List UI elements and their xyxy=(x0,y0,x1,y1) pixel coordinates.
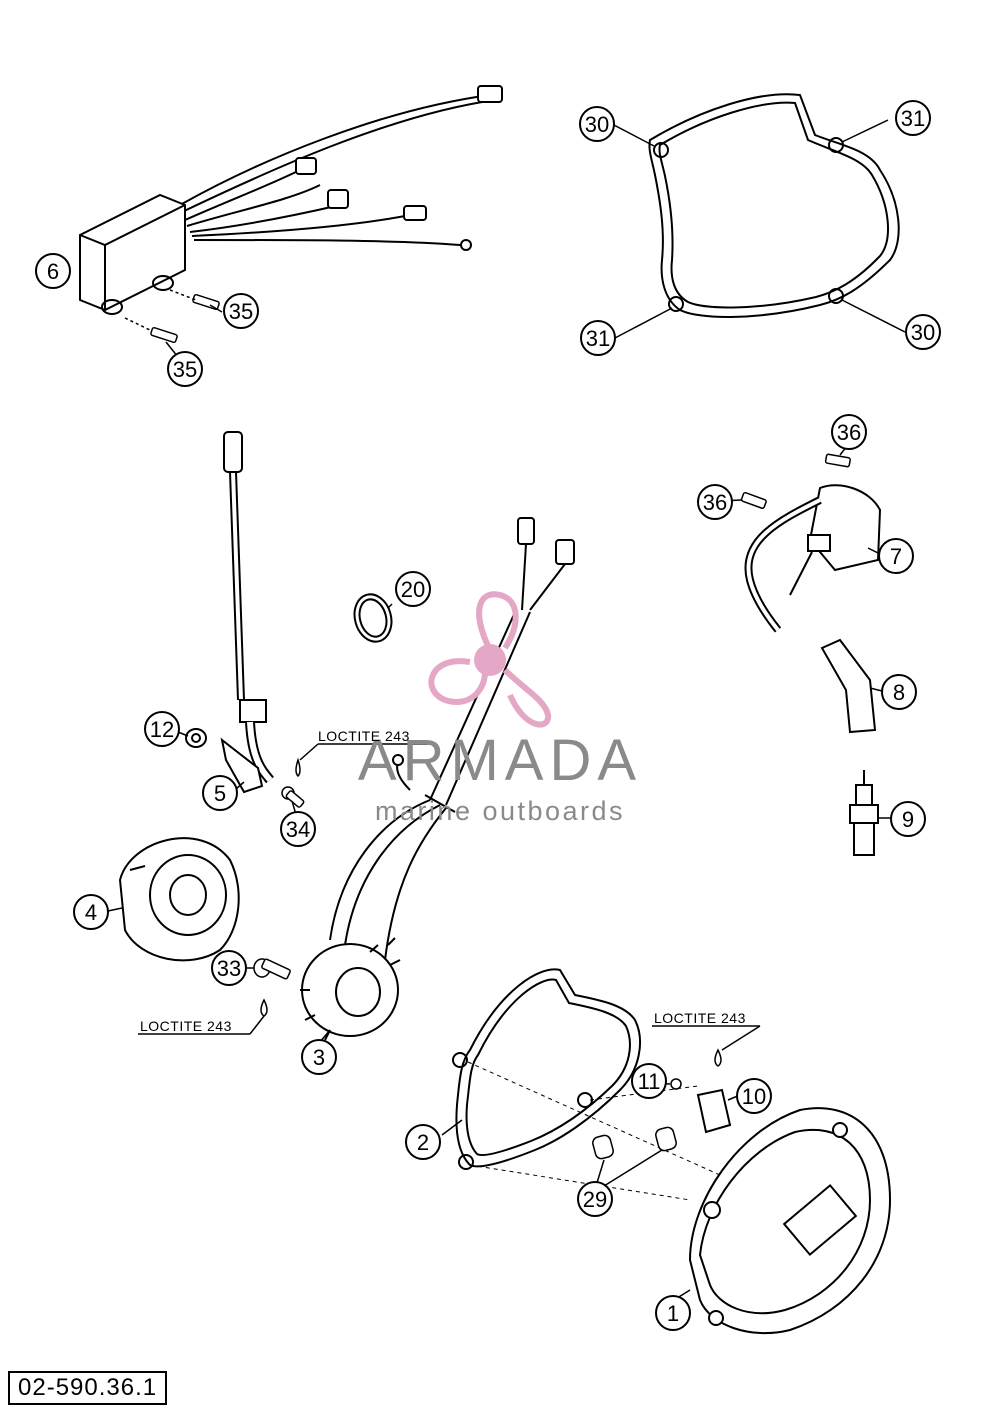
flywheel xyxy=(118,837,240,962)
svg-text:2: 2 xyxy=(417,1130,429,1155)
clamp-20 xyxy=(353,593,393,643)
spark-plug-cap xyxy=(820,638,877,734)
diagram-id-label: 02-590.36.1 xyxy=(8,1371,168,1405)
callout: 7 xyxy=(878,538,914,574)
callout: 10 xyxy=(736,1078,772,1114)
svg-text:3: 3 xyxy=(313,1045,325,1070)
svg-text:4: 4 xyxy=(85,900,97,925)
alignment-lines xyxy=(467,1061,721,1201)
callout: 2 xyxy=(405,1124,441,1160)
svg-text:30: 30 xyxy=(911,320,935,345)
pulse-generator xyxy=(220,431,274,794)
callout: 36 xyxy=(697,484,733,520)
svg-text:7: 7 xyxy=(890,544,902,569)
callouts: 1 2 3 4 5 6 7 8 9 10 11 12 20 29 30 31 3… xyxy=(35,100,941,1331)
sleeve-12 xyxy=(185,728,207,748)
svg-text:29: 29 xyxy=(583,1187,607,1212)
svg-text:31: 31 xyxy=(901,106,925,131)
svg-text:35: 35 xyxy=(229,299,253,324)
svg-text:36: 36 xyxy=(703,490,727,515)
callout: 30 xyxy=(579,106,615,142)
stator xyxy=(300,517,575,1041)
svg-text:9: 9 xyxy=(902,807,914,832)
callout: 4 xyxy=(73,894,109,930)
callout: 34 xyxy=(280,811,316,847)
screw-11 xyxy=(670,1078,682,1090)
callout: 29 xyxy=(577,1181,613,1217)
svg-text:30: 30 xyxy=(585,112,609,137)
svg-text:20: 20 xyxy=(401,577,425,602)
loctite-label: LOCTITE 243 xyxy=(654,1010,746,1026)
gasket-bottom xyxy=(452,968,641,1170)
watermark: ARMADA marine outboards xyxy=(358,591,642,826)
callout: 20 xyxy=(395,571,431,607)
svg-text:5: 5 xyxy=(214,781,226,806)
callout: 31 xyxy=(895,100,931,136)
loctite-drop-icon xyxy=(295,757,301,778)
callout: 36 xyxy=(831,414,867,450)
screw-35-b xyxy=(124,317,178,344)
svg-text:6: 6 xyxy=(47,259,59,284)
dowel-29-b xyxy=(655,1126,677,1152)
ignition-coil xyxy=(744,484,882,633)
plate-10 xyxy=(696,1088,732,1134)
svg-text:34: 34 xyxy=(286,817,310,842)
bolt-36-b xyxy=(740,491,767,509)
callout: 30 xyxy=(905,314,941,350)
callout: 6 xyxy=(35,253,71,289)
ignition-cover xyxy=(688,1107,892,1335)
loctite-drop-icon xyxy=(714,1048,722,1067)
svg-text:8: 8 xyxy=(893,680,905,705)
dowel-29-a xyxy=(592,1134,614,1160)
svg-text:36: 36 xyxy=(837,420,861,445)
propeller-logo-icon xyxy=(428,591,551,728)
callout: 33 xyxy=(211,950,247,986)
svg-text:10: 10 xyxy=(742,1084,766,1109)
callout: 1 xyxy=(655,1295,691,1331)
cdi-unit xyxy=(79,85,503,315)
callout: 35 xyxy=(167,351,203,387)
spark-plug xyxy=(849,770,879,856)
callout: 31 xyxy=(580,320,616,356)
callout: 12 xyxy=(144,711,180,747)
callout: 3 xyxy=(301,1039,337,1075)
callout: 8 xyxy=(881,674,917,710)
watermark-title: ARMADA xyxy=(358,728,642,793)
screw-33 xyxy=(253,958,291,980)
callout: 11 xyxy=(631,1063,667,1099)
svg-text:1: 1 xyxy=(667,1301,679,1326)
svg-text:31: 31 xyxy=(586,326,610,351)
svg-text:33: 33 xyxy=(217,956,241,981)
callout: 9 xyxy=(890,801,926,837)
svg-text:12: 12 xyxy=(150,717,174,742)
loctite-drop-icon xyxy=(260,998,268,1017)
svg-text:35: 35 xyxy=(173,357,197,382)
watermark-subtitle: marine outboards xyxy=(375,796,625,826)
leader-lines xyxy=(107,119,906,1301)
svg-text:11: 11 xyxy=(638,1069,661,1094)
loctite-label: LOCTITE 243 xyxy=(318,728,410,744)
gasket-top xyxy=(648,93,900,318)
callout: 5 xyxy=(202,775,238,811)
callout: 35 xyxy=(223,293,259,329)
bolt-36-a xyxy=(824,453,851,468)
loctite-label: LOCTITE 243 xyxy=(140,1018,232,1034)
